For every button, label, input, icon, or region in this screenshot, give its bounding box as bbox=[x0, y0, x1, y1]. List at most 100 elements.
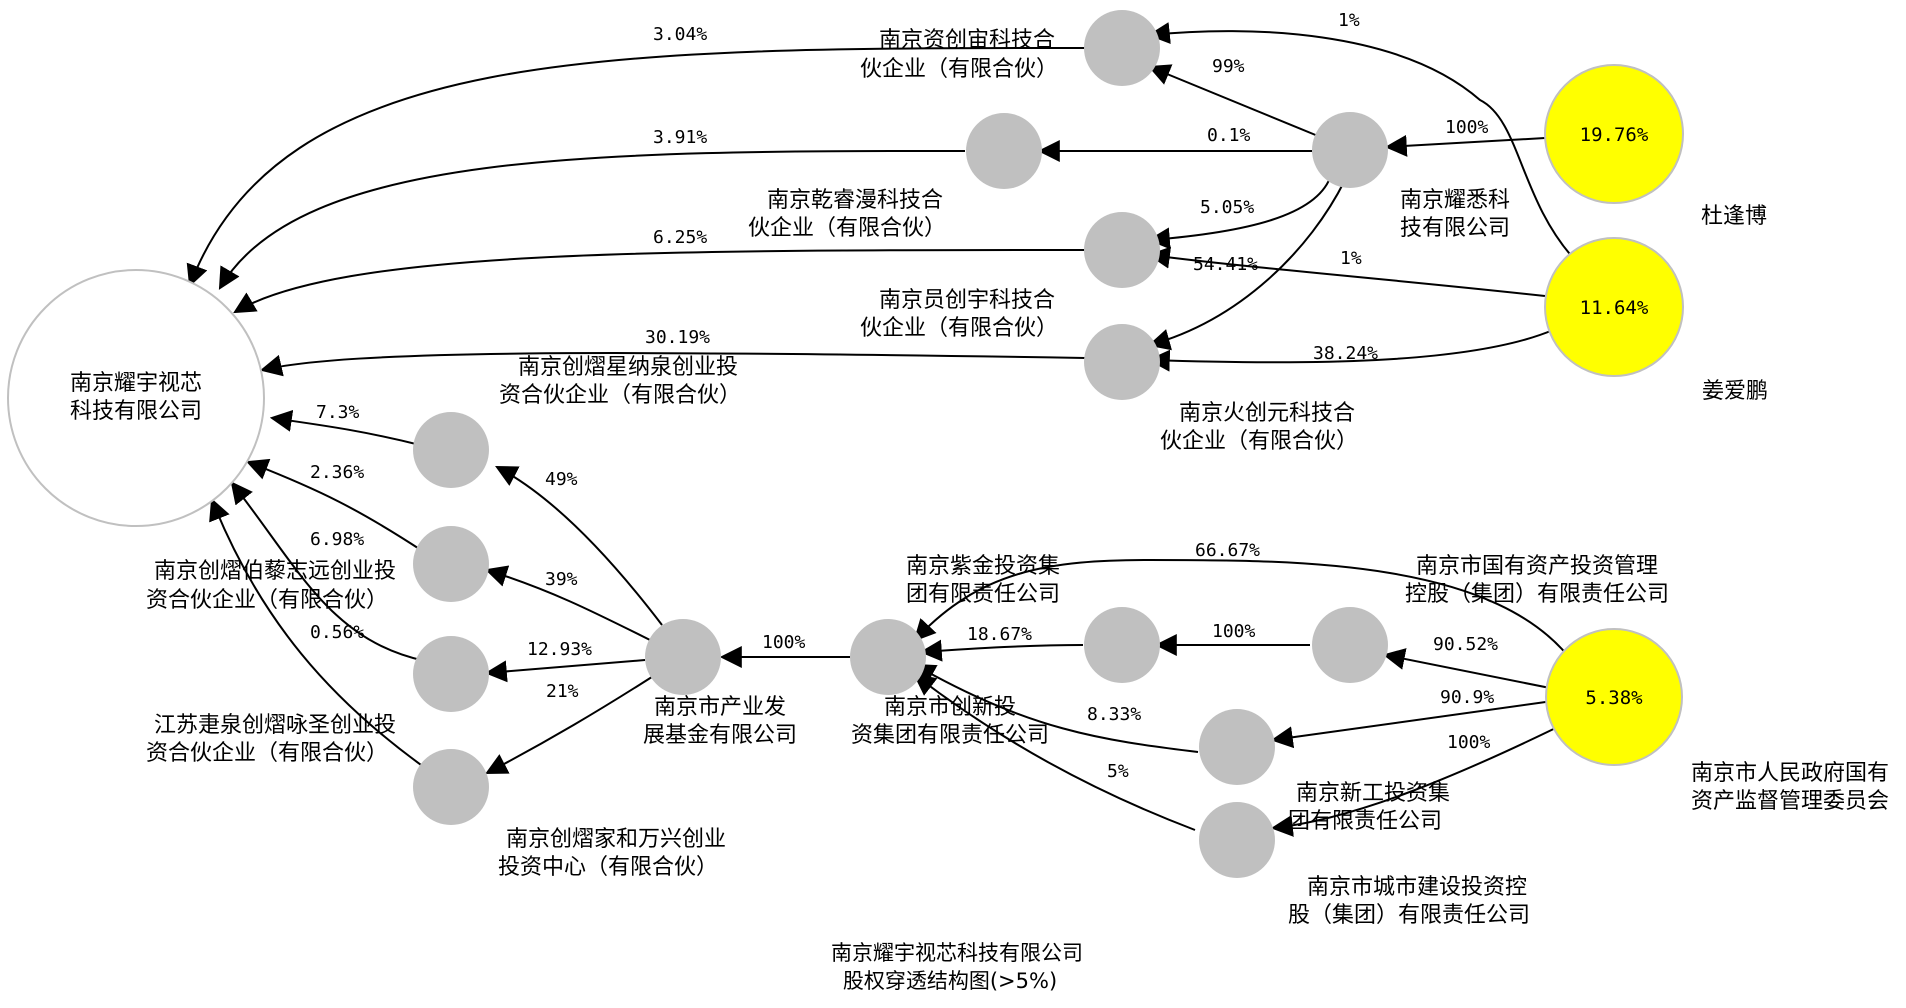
node-boli[interactable] bbox=[413, 526, 489, 602]
edge-label: 66.67% bbox=[1195, 540, 1260, 561]
node-chanye-label: 南京市产业发 bbox=[654, 695, 786, 720]
node-yaoxi[interactable] bbox=[1312, 112, 1388, 188]
node-yaoxi-label: 技有限公司 bbox=[1400, 216, 1510, 241]
node-xingong[interactable] bbox=[1199, 709, 1275, 785]
node-yuanchuang[interactable] bbox=[1084, 212, 1160, 288]
node-yuanchuang-label: 南京员创宇科技合 bbox=[879, 288, 1055, 313]
edge-guoziwei-chengshi bbox=[1270, 719, 1573, 837]
edge-label: 99% bbox=[1212, 56, 1245, 77]
edge-label: 1% bbox=[1338, 10, 1360, 31]
edge-chanye-boli bbox=[484, 565, 651, 641]
edge-yuanchuang-target bbox=[233, 249, 1086, 314]
edge-label: 0.56% bbox=[310, 622, 364, 643]
node-huochuang[interactable] bbox=[1084, 324, 1160, 400]
node-jiahe-label: 南京创熠家和万兴创业 bbox=[506, 827, 726, 852]
edge-huochuang-target bbox=[259, 352, 1086, 377]
diagram-subtitle: 股权穿透结构图(>5%) bbox=[843, 969, 1057, 993]
node-xingong-label: 团有限责任公司 bbox=[1288, 809, 1442, 834]
edge-label: 3.04% bbox=[653, 24, 707, 45]
node-chengshi-label: 股（集团）有限责任公司 bbox=[1288, 903, 1530, 928]
node-chengshi-label: 南京市城市建设投资控 bbox=[1307, 875, 1527, 900]
node-zijin-label: 南京紫金投资集 bbox=[906, 554, 1060, 579]
edge-yaoxi-zichuang bbox=[1147, 64, 1319, 137]
edge-xingong-chuangxin bbox=[913, 663, 1199, 753]
node-xingna-label: 资合伙企业（有限合伙） bbox=[499, 383, 741, 408]
edge-label: 1% bbox=[1340, 248, 1362, 269]
node-boli-label: 资合伙企业（有限合伙） bbox=[146, 588, 388, 613]
node-xingna-label: 南京创熠星纳泉创业投 bbox=[518, 355, 738, 380]
edges bbox=[186, 22, 1576, 837]
edge-label: 90.9% bbox=[1440, 687, 1494, 708]
node-zichuang-label: 伙企业（有限合伙） bbox=[860, 57, 1058, 82]
nodes: 南京耀宇视芯 科技有限公司 南京资创宙科技合 伙企业（有限合伙） 南京乾睿漫科技… bbox=[7, 10, 1889, 928]
edge-label: 0.1% bbox=[1207, 125, 1251, 146]
node-guoziwei[interactable] bbox=[1545, 628, 1683, 766]
node-qianrui[interactable] bbox=[966, 113, 1042, 189]
node-xingna[interactable] bbox=[413, 412, 489, 488]
edge-chanye-jiangsu bbox=[484, 659, 646, 683]
edge-jiang-yuanchuang bbox=[1147, 246, 1546, 297]
edge-label: 39% bbox=[545, 569, 578, 590]
edge-chengshi-chuangxin bbox=[913, 673, 1196, 831]
edge-chanye-xingna bbox=[495, 465, 663, 626]
edge-boli-target bbox=[245, 458, 425, 553]
node-chanye[interactable] bbox=[645, 619, 721, 695]
node-qianrui-label: 南京乾睿漫科技合 bbox=[767, 188, 943, 213]
node-jiahe[interactable] bbox=[413, 749, 489, 825]
node-jiangsu-label: 资合伙企业（有限合伙） bbox=[146, 741, 388, 766]
node-yuanchuang-label: 伙企业（有限合伙） bbox=[860, 316, 1058, 341]
edge-yaoxi-yuanchuang bbox=[1147, 177, 1331, 250]
node-person-jiang[interactable] bbox=[1544, 237, 1684, 377]
edge-label: 2.36% bbox=[310, 462, 364, 483]
node-chuangxin-label: 资集团有限责任公司 bbox=[851, 723, 1049, 748]
edge-label: 6.98% bbox=[310, 529, 364, 550]
node-jiangsu[interactable] bbox=[413, 636, 489, 712]
node-guoyou-mid[interactable] bbox=[1084, 607, 1160, 683]
edge-label: 30.19% bbox=[645, 327, 710, 348]
node-chanye-label: 展基金有限公司 bbox=[643, 723, 797, 748]
edge-label: 100% bbox=[1447, 732, 1491, 753]
node-target-label: 南京耀宇视芯 bbox=[70, 371, 202, 396]
edge-jiahe-target bbox=[209, 497, 429, 771]
edge-label: 100% bbox=[1445, 117, 1489, 138]
node-jiang-percent: 11.64% bbox=[1580, 297, 1649, 319]
edge-chanye-jiahe bbox=[485, 674, 656, 775]
edge-guoyou-chuangxin bbox=[919, 639, 1084, 662]
edge-jiang-huochuang bbox=[1147, 329, 1554, 372]
edge-label: 5% bbox=[1107, 761, 1129, 782]
node-zijin-label: 团有限责任公司 bbox=[906, 582, 1060, 607]
node-guoziwei-percent: 5.38% bbox=[1585, 687, 1643, 709]
node-chuangxin[interactable] bbox=[850, 619, 926, 695]
edge-label: 38.24% bbox=[1313, 343, 1378, 364]
node-du-percent: 19.76% bbox=[1580, 124, 1649, 146]
edge-jiang-zichuang bbox=[1147, 22, 1576, 261]
node-guoyou[interactable] bbox=[1312, 607, 1388, 683]
node-target-company[interactable] bbox=[7, 269, 265, 527]
node-guoyou-label: 控股（集团）有限责任公司 bbox=[1405, 582, 1669, 607]
node-xingong-label: 南京新工投资集 bbox=[1296, 781, 1450, 806]
node-yaoxi-label: 南京耀悉科 bbox=[1400, 188, 1510, 213]
edge-yaoxi-huochuang bbox=[1147, 179, 1346, 351]
node-guoyou-label: 南京市国有资产投资管理 bbox=[1416, 554, 1658, 579]
node-guoziwei-label: 资产监督管理委员会 bbox=[1691, 789, 1889, 814]
edge-label: 90.52% bbox=[1433, 634, 1498, 655]
edge-qianrui-target bbox=[218, 150, 966, 290]
node-guoziwei-label: 南京市人民政府国有 bbox=[1691, 761, 1889, 786]
node-chuangxin-label: 南京市创新投 bbox=[884, 695, 1016, 720]
edge-label: 18.67% bbox=[967, 624, 1032, 645]
edge-label: 12.93% bbox=[527, 639, 592, 660]
node-person-du[interactable] bbox=[1544, 64, 1684, 204]
node-target-label: 科技有限公司 bbox=[70, 399, 202, 424]
node-jiangsu-label: 江苏疌泉创熠咏圣创业投 bbox=[154, 713, 396, 738]
node-zichuang[interactable] bbox=[1084, 10, 1160, 86]
edge-du-yaoxi bbox=[1384, 134, 1546, 157]
node-chengshi[interactable] bbox=[1199, 802, 1275, 878]
edge-label: 21% bbox=[546, 681, 579, 702]
edge-label: 5.05% bbox=[1200, 197, 1254, 218]
edge-labels: 3.04% 3.91% 6.25% 30.19% 7.3% 2.36% 6.98… bbox=[310, 10, 1498, 782]
node-boli-label: 南京创熠伯藜志远创业投 bbox=[154, 559, 396, 584]
edge-jiangsu-target bbox=[230, 481, 426, 662]
edge-label: 3.91% bbox=[653, 127, 707, 148]
edge-zichuang-target bbox=[186, 47, 1086, 288]
